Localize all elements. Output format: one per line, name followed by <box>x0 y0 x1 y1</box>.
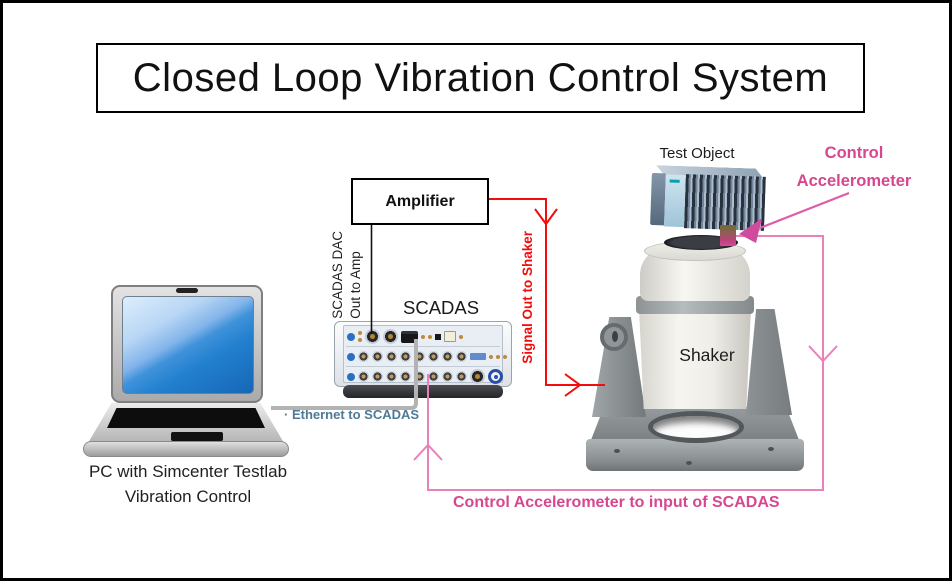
signal-arrow-down-icon <box>534 208 558 226</box>
signal-out-label: Signal Out to Shaker <box>520 231 535 364</box>
control-accelerometer-illustration <box>720 225 736 246</box>
diagram-title-box: Closed Loop Vibration Control System <box>96 43 865 113</box>
scadas-illustration <box>334 321 512 401</box>
diagram-title: Closed Loop Vibration Control System <box>132 55 829 100</box>
scadas-bumper <box>343 385 503 398</box>
test-object-label: Test Object <box>659 145 735 162</box>
control-accelerometer-label-line2: Accelerometer <box>796 172 912 190</box>
test-object-heatsink-fins <box>684 174 766 231</box>
laptop-illustration <box>83 283 289 458</box>
scadas-panel-row-bottom <box>344 369 503 384</box>
pc-caption: PC with Simcenter Testlab Vibration Cont… <box>58 459 318 509</box>
signal-arrow-right-icon <box>564 373 582 397</box>
dac-out-label-line1: SCADAS DAC <box>330 231 345 319</box>
laptop-keyboard <box>107 408 265 428</box>
accel-to-scadas-label: Control Accelerometer to input of SCADAS <box>453 494 780 511</box>
shaker-base-front <box>586 439 804 471</box>
ethernet-port-icon <box>401 330 418 343</box>
ethernet-label: · Ethernet to SCADAS <box>284 407 420 422</box>
dac-out-label-line2: Out to Amp <box>348 251 363 319</box>
laptop-base-edge <box>83 441 289 457</box>
control-accelerometer-label-line1: Control <box>824 144 884 162</box>
amplifier-box: Amplifier <box>351 178 489 225</box>
scadas-label: SCADAS <box>403 297 480 318</box>
shaker-pivot-icon <box>600 323 628 351</box>
scadas-logo-icon <box>347 352 355 361</box>
shaker-label: Shaker <box>679 345 735 365</box>
panel-divider <box>346 366 500 367</box>
laptop-touchpad <box>171 432 223 441</box>
shaker-trunnion-right <box>746 309 792 415</box>
scadas-logo-icon <box>347 372 355 381</box>
test-object-illustration <box>650 165 772 235</box>
control-accelerometer-label: Control Accelerometer <box>783 139 925 195</box>
scadas-panel-row-top <box>344 328 502 345</box>
laptop-screen <box>122 296 254 394</box>
signal-out-label-wrap: Signal Out to Shaker <box>520 231 535 369</box>
siemens-logo-icon <box>669 179 680 183</box>
bnc-connector-icon <box>383 329 398 344</box>
amplifier-label: Amplifier <box>385 192 455 210</box>
shaker-illustration: Shaker <box>586 239 804 471</box>
panel-divider <box>346 346 500 347</box>
accel-pointer-line <box>759 191 850 230</box>
switch-icon <box>435 333 441 340</box>
scadas-front-panel <box>343 325 507 384</box>
lemo-connector-icon <box>488 369 503 384</box>
laptop-camera-notch <box>176 288 198 293</box>
feedback-arrow-down-icon <box>808 345 838 363</box>
shaker-base-hole <box>648 411 744 443</box>
bnc-connector-icon <box>365 329 380 344</box>
scadas-logo-icon <box>347 332 355 341</box>
pc-caption-line2: Vibration Control <box>124 487 252 506</box>
feedback-arrow-up-icon <box>413 443 443 461</box>
dac-out-label: SCADAS DAC Out to Amp <box>330 231 363 319</box>
module-label-chip <box>470 353 486 360</box>
scadas-panel-row-middle <box>344 349 507 364</box>
output-connector-icon <box>470 369 485 384</box>
pc-caption-line1: PC with Simcenter Testlab <box>88 462 288 481</box>
power-button-icon <box>444 331 456 342</box>
